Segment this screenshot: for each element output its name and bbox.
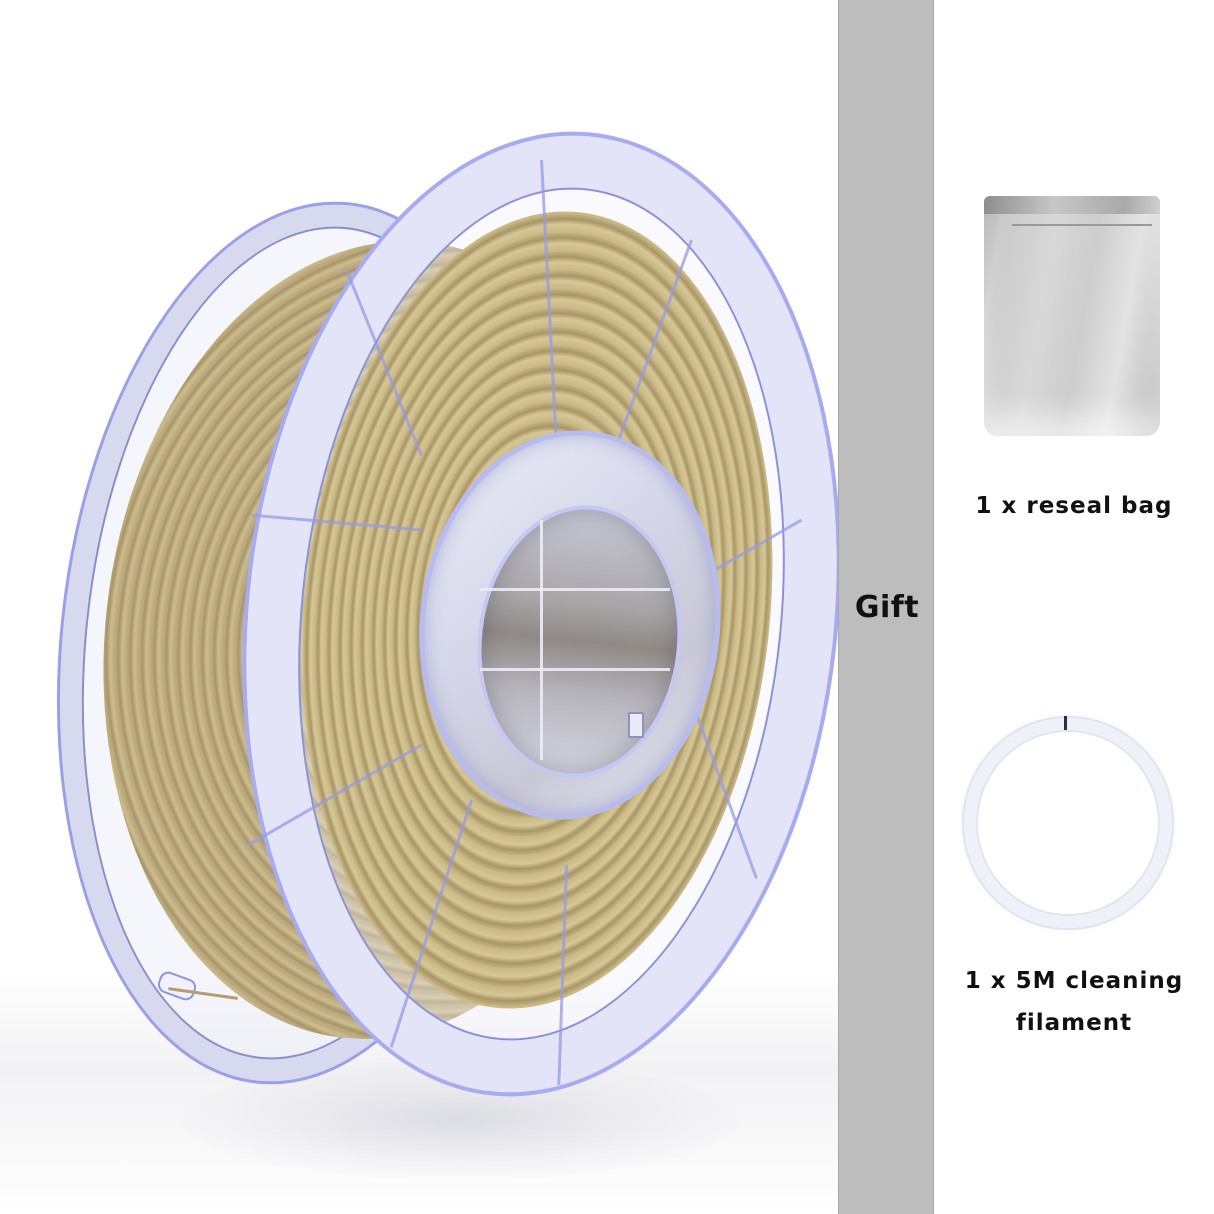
cleaning-filament-label-line2: filament	[1015, 1010, 1133, 1036]
gift-band: Gift	[838, 0, 934, 1214]
reseal-bag-label: 1 x reseal bag	[975, 493, 1173, 519]
hub-rib	[480, 588, 670, 591]
product-photo	[0, 0, 838, 1214]
cleaning-filament-marker	[1064, 716, 1067, 730]
gift-items: 1 x reseal bag 1 x 5M cleaning filament	[934, 0, 1214, 1214]
cleaning-filament-icon	[964, 718, 1172, 928]
filament-clip-slot	[628, 712, 644, 738]
bag-zipper	[1012, 224, 1152, 226]
hub-rib	[540, 520, 543, 760]
cleaning-filament-label-line1: 1 x 5M cleaning	[964, 968, 1184, 994]
reseal-bag-icon	[984, 196, 1160, 436]
bag-seal	[984, 196, 1160, 214]
gift-label: Gift	[854, 590, 920, 625]
hub-rib	[480, 668, 670, 671]
